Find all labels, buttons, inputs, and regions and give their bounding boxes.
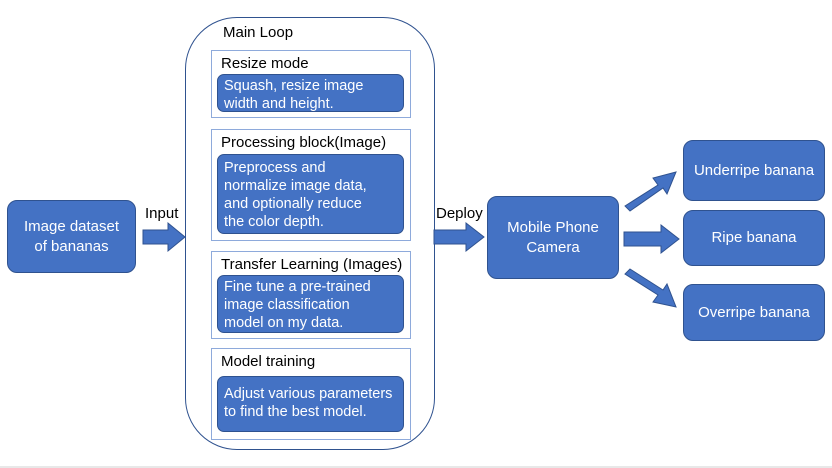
- processing-block-text-line: and optionally reduce: [224, 196, 362, 212]
- ripe-banana-box: Ripe banana: [683, 210, 825, 266]
- overripe-banana-box: Overripe banana: [683, 284, 825, 341]
- processing-block-text-line: Preprocess and: [224, 160, 326, 176]
- overripe-arrow: [624, 268, 677, 308]
- model-training-title: Model training: [221, 353, 316, 370]
- transfer-learning-description: Fine tune a pre-trained image classifica…: [217, 275, 404, 333]
- ripe-arrow: [623, 223, 680, 255]
- mobile-camera-line1: Mobile Phone: [507, 218, 599, 236]
- underripe-banana-box: Underripe banana: [683, 140, 825, 201]
- deploy-label: Deploy: [436, 205, 483, 222]
- processing-block-text-line: normalize image data,: [224, 178, 367, 194]
- input-dataset-line1: Image dataset: [23, 217, 120, 235]
- input-arrow: [142, 221, 186, 253]
- transfer-learning-text-line: model on my data.: [224, 315, 344, 331]
- input-label: Input: [145, 205, 179, 222]
- model-training-section: Model training Adjust various parameters…: [211, 348, 411, 440]
- processing-block-text-line: the color depth.: [224, 214, 324, 230]
- model-training-text-line: to find the best model.: [224, 404, 367, 420]
- transfer-learning-text-line: Fine tune a pre-trained: [224, 279, 371, 295]
- transfer-learning-text-line: image classification: [224, 297, 350, 313]
- main-loop-title: Main Loop: [223, 24, 294, 41]
- mobile-camera-box: Mobile Phone Camera: [487, 196, 619, 279]
- model-training-description: Adjust various parameters to find the be…: [217, 376, 404, 432]
- resize-mode-text-line: width and height.: [224, 96, 334, 112]
- processing-block-title: Processing block(Image): [221, 134, 387, 151]
- processing-block-section: Processing block(Image) Preprocess and n…: [211, 129, 411, 241]
- underripe-arrow: [624, 171, 677, 212]
- model-training-text-line: Adjust various parameters: [224, 386, 393, 402]
- input-dataset-line2: of bananas: [34, 237, 109, 255]
- deploy-arrow: [433, 221, 485, 253]
- processing-block-description: Preprocess and normalize image data, and…: [217, 154, 404, 234]
- resize-mode-title: Resize mode: [221, 55, 309, 72]
- transfer-learning-section: Transfer Learning (Images) Fine tune a p…: [211, 251, 411, 339]
- resize-mode-description: Squash, resize image width and height.: [217, 74, 404, 112]
- resize-mode-section: Resize mode Squash, resize image width a…: [211, 50, 411, 118]
- transfer-learning-title: Transfer Learning (Images): [221, 256, 403, 273]
- input-dataset-box: Image dataset of bananas: [7, 200, 136, 273]
- bottom-divider: [0, 466, 832, 468]
- resize-mode-text-line: Squash, resize image: [224, 78, 364, 94]
- mobile-camera-line2: Camera: [526, 238, 580, 256]
